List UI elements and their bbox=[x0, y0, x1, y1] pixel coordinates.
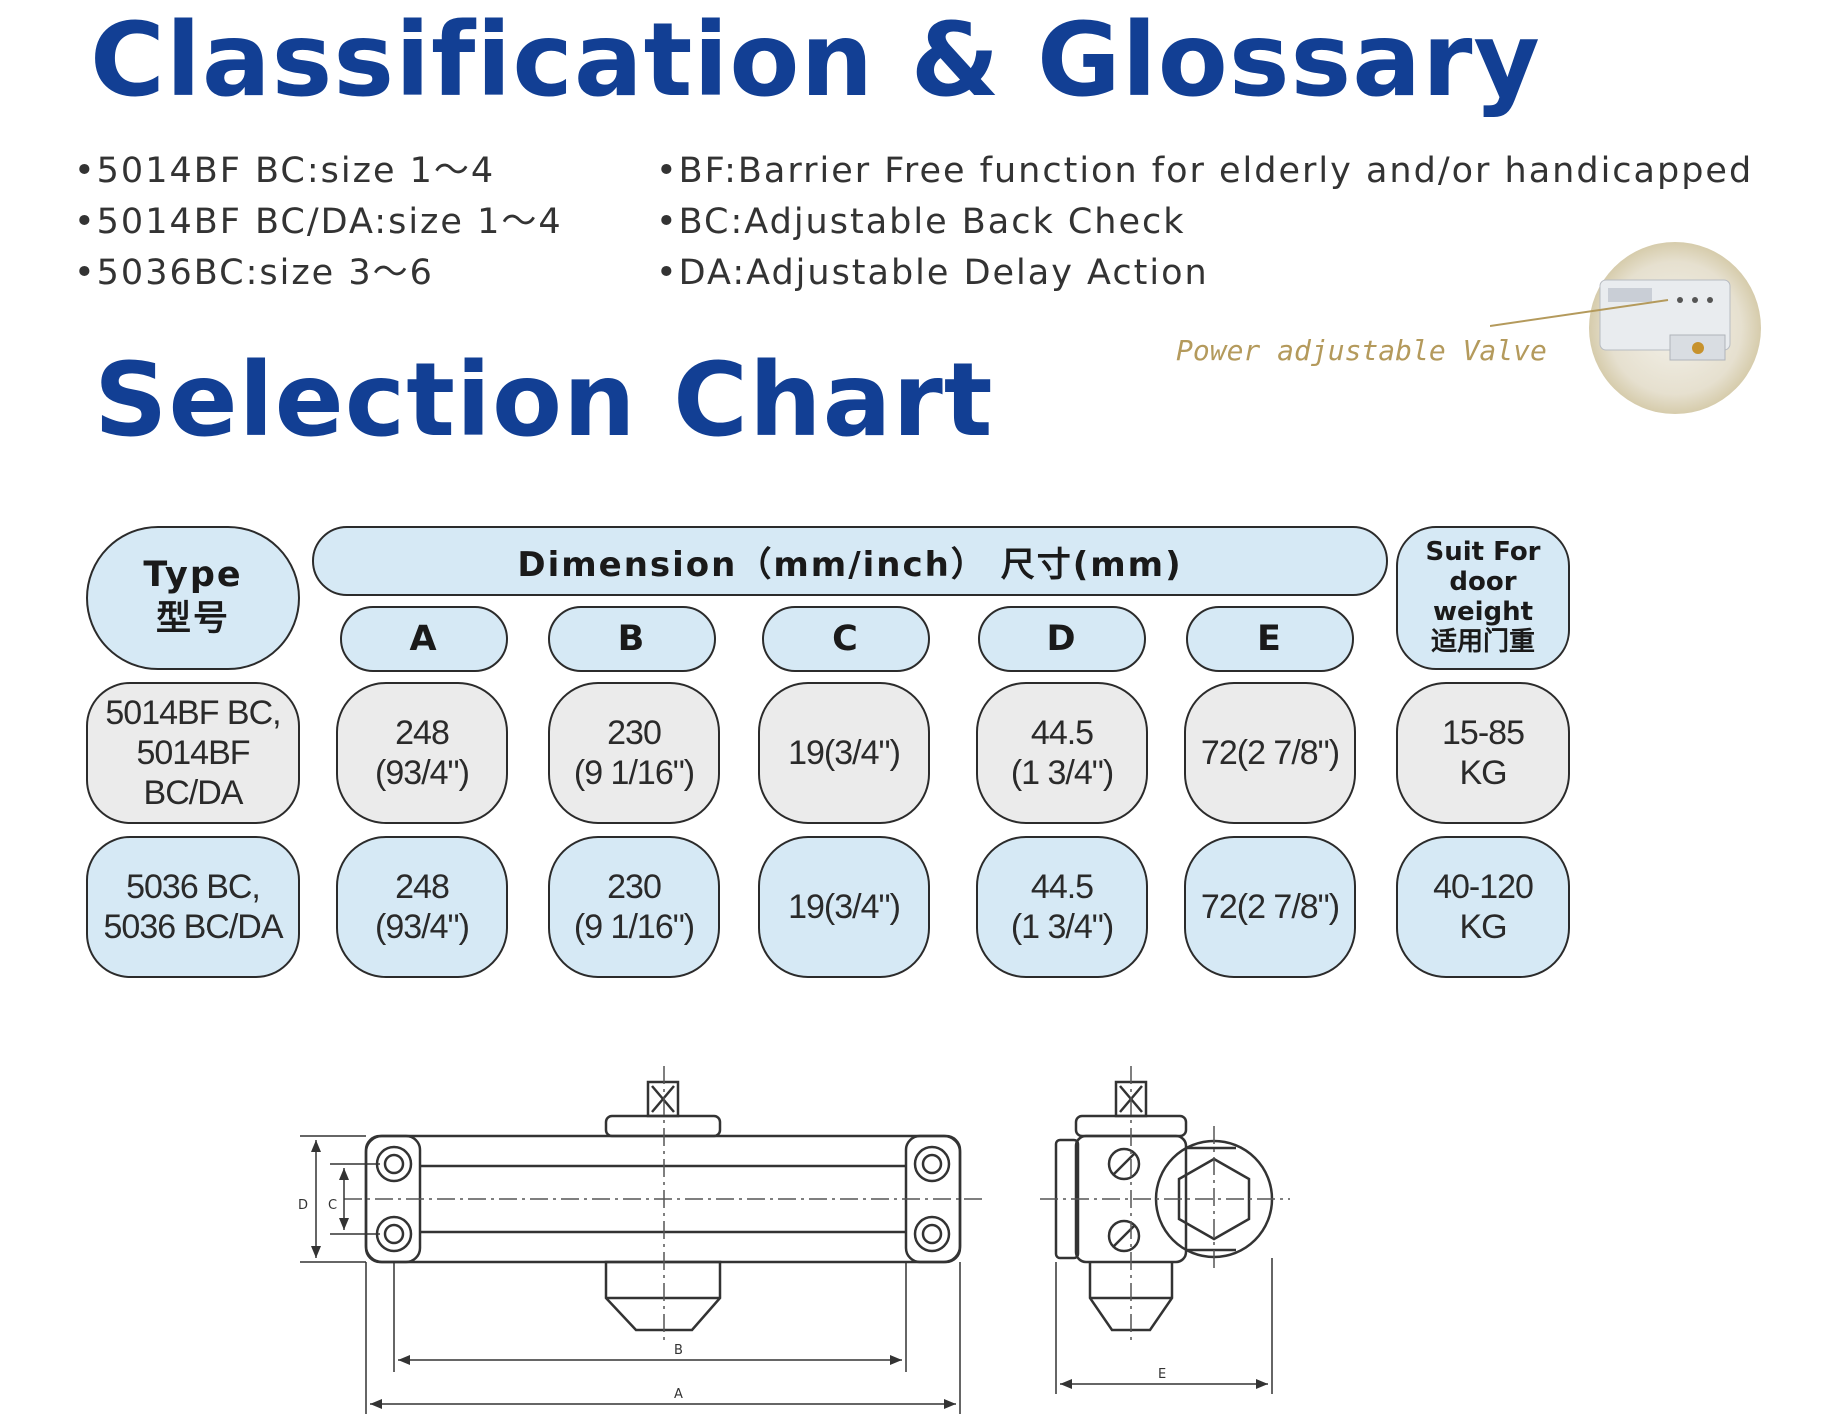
column-header-c: C bbox=[762, 606, 930, 672]
dim-label-e: E bbox=[1158, 1367, 1166, 1382]
row2-c: 19(3/4") bbox=[758, 836, 930, 978]
row1-c: 19(3/4") bbox=[758, 682, 930, 824]
row2-a: 248(93/4") bbox=[336, 836, 508, 978]
valve-label: Power adjustable Valve bbox=[1176, 334, 1547, 367]
glossary-item: •BC:Adjustable Back Check bbox=[656, 202, 1186, 242]
glossary-item: •DA:Adjustable Delay Action bbox=[656, 253, 1209, 293]
closer-body bbox=[364, 1134, 962, 1264]
row1-b: 230(9 1/16") bbox=[548, 682, 720, 824]
glossary-item: •BF:Barrier Free function for elderly an… bbox=[656, 151, 1754, 191]
type-header-cn: 型号 bbox=[155, 599, 230, 639]
row1-d: 44.5(1 3/4") bbox=[976, 682, 1148, 824]
dim-label-c: C bbox=[328, 1198, 337, 1213]
row1-a: 248(93/4") bbox=[336, 682, 508, 824]
dim-label-b: B bbox=[674, 1343, 683, 1358]
row2-type: 5036 BC,5036 BC/DA bbox=[86, 836, 300, 978]
row2-b: 230(9 1/16") bbox=[548, 836, 720, 978]
classification-item: •5014BF BC/DA:size 1～4 bbox=[74, 202, 563, 242]
classification-item: •5014BF BC:size 1～4 bbox=[74, 151, 496, 191]
column-header-b: B bbox=[548, 606, 716, 672]
row1-e: 72(2 7/8") bbox=[1184, 682, 1356, 824]
type-header: Type 型号 bbox=[86, 526, 300, 670]
column-header-d: D bbox=[978, 606, 1146, 672]
row2-e: 72(2 7/8") bbox=[1184, 836, 1356, 978]
classification-item: •5036BC:size 3～6 bbox=[74, 253, 434, 293]
row2-d: 44.5(1 3/4") bbox=[976, 836, 1148, 978]
type-header-en: Type bbox=[143, 555, 243, 596]
classification-heading: Classification & Glossary bbox=[90, 1, 1541, 120]
dim-label-a: A bbox=[674, 1387, 683, 1402]
dimension-header: Dimension（mm/inch） 尺寸(mm) bbox=[312, 526, 1388, 596]
column-header-a: A bbox=[340, 606, 508, 672]
weight-header: Suit For door weight 适用门重 bbox=[1396, 526, 1570, 670]
dim-label-d: D bbox=[298, 1198, 308, 1213]
column-header-e: E bbox=[1186, 606, 1354, 672]
valve-photo bbox=[1490, 242, 1761, 414]
selection-chart-heading: Selection Chart bbox=[94, 341, 994, 460]
